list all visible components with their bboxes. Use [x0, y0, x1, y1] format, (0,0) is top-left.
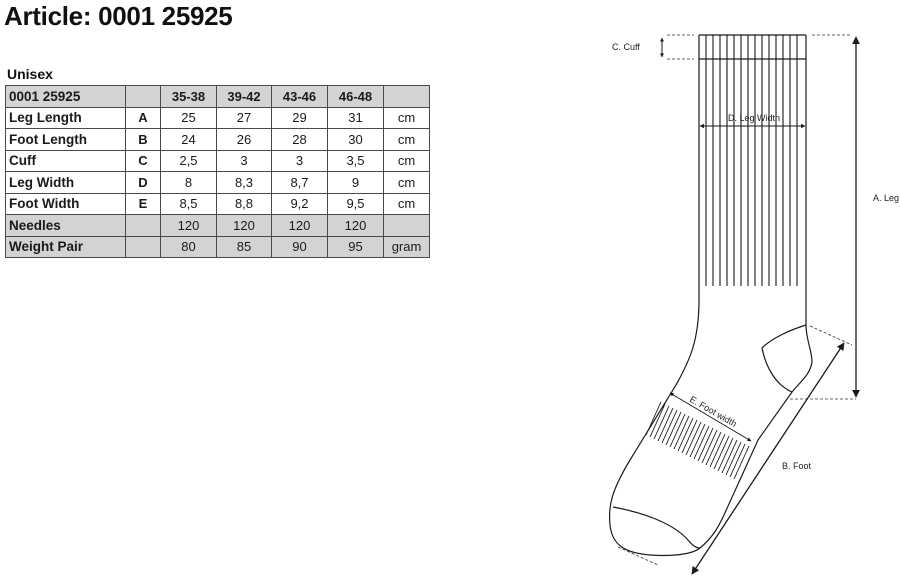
gender-label: Unisex [7, 66, 53, 82]
row-unit: gram [383, 235, 430, 258]
row-label: Weight Pair [5, 235, 126, 258]
size-header-cell: 39-42 [216, 85, 272, 108]
size-header-cell: 46-48 [327, 85, 384, 108]
row-value: 9,5 [327, 192, 384, 215]
foot-ribs [645, 401, 750, 480]
row-code [125, 235, 161, 258]
leg-label: A. Leg [873, 193, 899, 203]
row-value: 85 [216, 235, 272, 258]
size-chart-table: 0001 25925 35-38 39-42 43-46 46-48 Leg L… [5, 85, 430, 258]
foot-label: B. Foot [782, 461, 812, 471]
row-code [125, 214, 161, 237]
row-value: 90 [271, 235, 328, 258]
table-row-leg-length: Leg Length A 25 27 29 31 cm [5, 106, 430, 129]
row-value: 95 [327, 235, 384, 258]
leg-ribs [705, 35, 798, 286]
code-header-cell [125, 85, 161, 108]
size-header-cell: 35-38 [160, 85, 217, 108]
cuff-label: C. Cuff [612, 42, 640, 52]
article-title: Article: 0001 25925 [4, 1, 233, 31]
row-value: 30 [327, 128, 384, 151]
sock-outline [608, 34, 813, 557]
row-unit: cm [383, 192, 430, 215]
table-row-foot-width: Foot Width E 8,5 8,8 9,2 9,5 cm [5, 192, 430, 215]
table-row-cuff: Cuff C 2,5 3 3 3,5 cm [5, 149, 430, 172]
leg-width-label: D. Leg Width [728, 113, 780, 123]
article-number-cell: 0001 25925 [5, 85, 126, 108]
row-value: 8,3 [216, 171, 272, 194]
foot-dimension-arrow [691, 342, 845, 575]
row-label: Cuff [5, 149, 126, 172]
table-row-needles: Needles 120 120 120 120 [5, 214, 430, 237]
row-label: Foot Width [5, 192, 126, 215]
table-row-foot-length: Foot Length B 24 26 28 30 cm [5, 128, 430, 151]
row-value: 120 [271, 214, 328, 237]
row-value: 120 [327, 214, 384, 237]
unit-header-cell [383, 85, 430, 108]
row-label: Leg Length [5, 106, 126, 129]
table-row-weight-pair: Weight Pair 80 85 90 95 gram [5, 235, 430, 258]
table-header-row: 0001 25925 35-38 39-42 43-46 46-48 [5, 85, 430, 108]
row-value: 120 [160, 214, 217, 237]
